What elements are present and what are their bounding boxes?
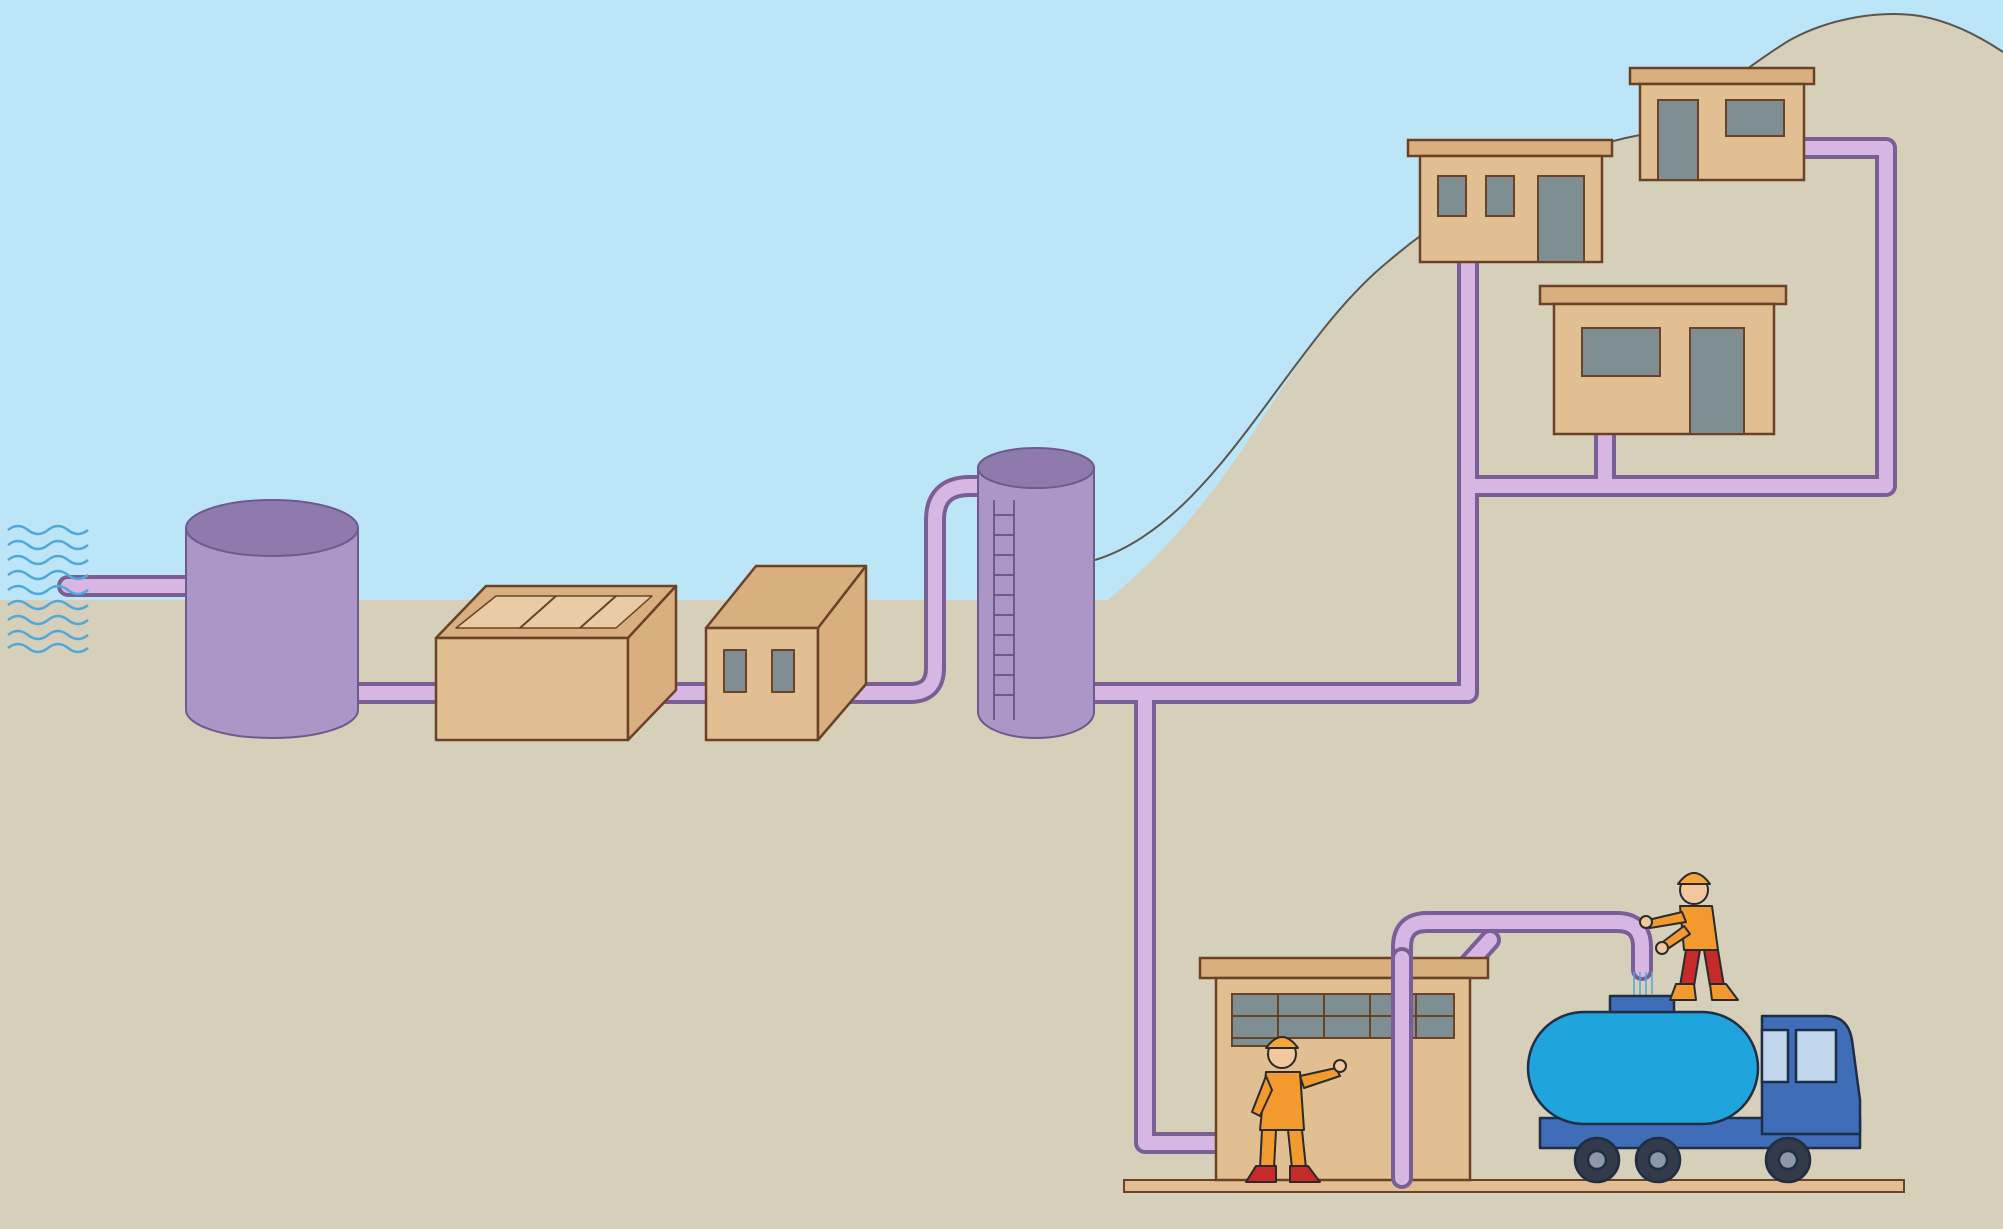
tanker-truck-icon xyxy=(1526,994,1862,1184)
storage-tower xyxy=(977,447,1095,739)
door xyxy=(1689,327,1745,435)
water-waves-icon xyxy=(7,524,89,654)
window xyxy=(723,649,747,693)
window xyxy=(1437,175,1467,217)
door xyxy=(1537,175,1585,263)
treatment-building xyxy=(704,564,868,742)
house-left xyxy=(1406,138,1614,264)
window xyxy=(771,649,795,693)
window xyxy=(1485,175,1515,217)
water-stream xyxy=(1633,972,1653,998)
house-top xyxy=(1628,66,1816,182)
window xyxy=(1725,99,1785,137)
window-grid xyxy=(1231,993,1455,1047)
window xyxy=(1581,327,1661,377)
intake-tank xyxy=(185,499,359,739)
door xyxy=(1657,99,1699,181)
house-lower xyxy=(1538,284,1788,436)
ladder xyxy=(993,500,1015,720)
worker-icon xyxy=(1245,872,1739,1183)
filter-basin xyxy=(434,584,678,742)
